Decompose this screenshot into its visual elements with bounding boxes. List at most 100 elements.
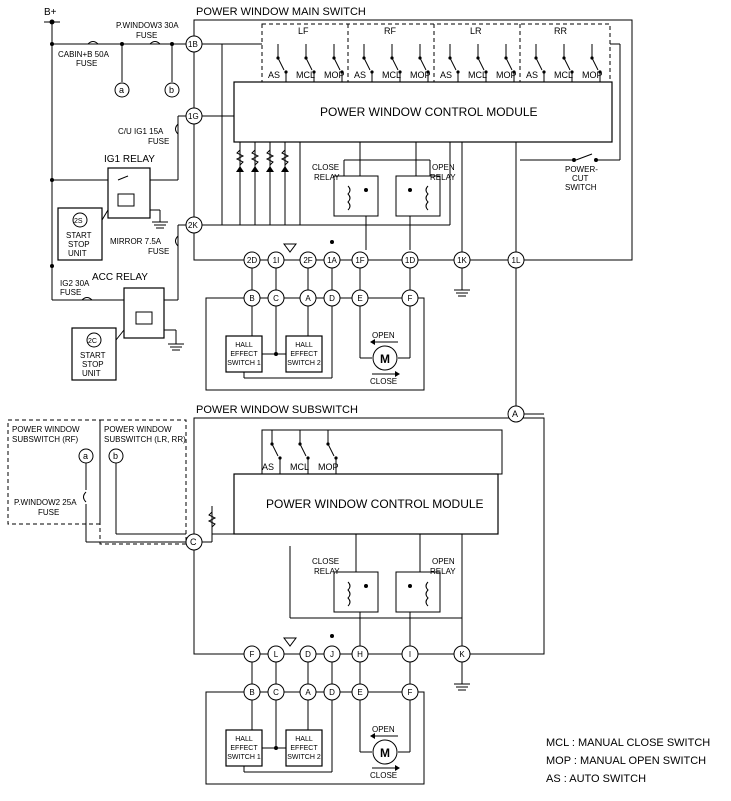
terminal-1b-label: 1B [188, 40, 198, 49]
main-lf-as-contact [277, 57, 285, 71]
terminal-2c-label: 2C [88, 338, 97, 345]
sub-motor-unit-hall2-l0: HALL [295, 736, 313, 743]
main-motor-unit-hall1-l2: SWITCH 1 [227, 360, 261, 367]
terminal-main-6-label: 1K [457, 256, 467, 265]
group-rf: RF [384, 26, 396, 36]
terminal-main-2-label: 2F [303, 256, 312, 265]
connector-a-label: a [119, 85, 124, 95]
terminal-sub-4-label: H [357, 650, 363, 659]
pwindow3-fuse-label: P.WINDOW3 30A [116, 21, 179, 30]
main-motor-unit-terminal-2-label: A [305, 294, 311, 303]
main-motor-unit-motor-label: M [380, 352, 390, 366]
mirror-fuse-sub: FUSE [148, 247, 169, 256]
power-cut-l2: CUT [572, 174, 589, 183]
main-rf-mop-contact [419, 57, 427, 71]
main-rf-as-label: AS [354, 70, 366, 80]
main-motor-unit-hall2 [285, 335, 323, 373]
cabin-fuse-sub: FUSE [76, 59, 97, 68]
sub-motor-unit-open-label: OPEN [372, 725, 395, 734]
sub-motor-unit-hall1-l1: EFFECT [230, 745, 258, 752]
terminal-sub-2-label: D [305, 650, 311, 659]
ssu2-line2: STOP [82, 360, 104, 369]
remote-connector-b-label: b [113, 451, 118, 461]
terminal-main-7-label: 1L [512, 256, 521, 265]
illumination-resistors [228, 142, 301, 226]
main-lr-mop-contact [505, 57, 513, 71]
connector-a [114, 82, 130, 98]
ssu1-line3: UNIT [68, 249, 87, 258]
terminal-2c [86, 332, 102, 348]
cu-ig1-fuse-label: C/U IG1 15A [118, 127, 164, 136]
main-motor-unit-close-label: CLOSE [370, 377, 397, 386]
main-lf-mop-contact [333, 57, 341, 71]
main-motor-unit-motor [372, 345, 398, 371]
sub-close-relay-l1: CLOSE [312, 557, 339, 566]
remote-subswitches: POWER WINDOW SUBSWITCH (RF) POWER WINDOW… [7, 419, 187, 545]
sub-motor-unit-hall1 [225, 729, 263, 767]
main-lf-mcl-contact [305, 57, 313, 71]
main-motor-unit-hall2-l1: EFFECT [290, 351, 318, 358]
main-open-relay-l2: RELAY [430, 173, 456, 182]
group-rr: RR [554, 26, 567, 36]
main-motor-unit-hall1-l0: HALL [235, 342, 253, 349]
terminal-sub-0-label: F [250, 650, 255, 659]
ssu1-line1: START [66, 231, 92, 240]
main-motor-unit-hall1-l1: EFFECT [230, 351, 258, 358]
terminal-1g-label: 1G [188, 112, 199, 121]
ig2-fuse-sub: FUSE [60, 288, 81, 297]
remote-rf-l1: POWER WINDOW [12, 425, 80, 434]
legend-as: AS : AUTO SWITCH [546, 773, 646, 785]
acc-relay-label: ACC RELAY [92, 272, 148, 283]
main-motor-unit-hall2-l0: HALL [295, 342, 313, 349]
ig2-fuse-label: IG2 30A [60, 279, 90, 288]
main-motor-unit-terminal-4-label: E [357, 294, 362, 303]
main-rf-mcl-contact [391, 57, 399, 71]
terminal-main-3-label: 1A [327, 256, 337, 265]
connector-b-label: b [169, 85, 174, 95]
sub-motor-unit-terminal-0-label: B [249, 688, 254, 697]
terminal-sub-1-label: L [274, 650, 279, 659]
legend-mop: MOP : MANUAL OPEN SWITCH [546, 755, 706, 767]
main-close-relay [333, 175, 379, 217]
main-rr-mop-label: MOP [582, 70, 603, 80]
main-switch: POWER WINDOW MAIN SWITCH 1B 1G 2K LF RF … [185, 6, 633, 412]
terminal-sub-5-label: I [409, 650, 411, 659]
sub-motor-unit-terminal-3-label: D [329, 688, 335, 697]
main-motor-unit-terminal-3-label: D [329, 294, 335, 303]
pwindow3-fuse-sub: FUSE [136, 31, 157, 40]
main-rf-as-contact [363, 57, 371, 71]
sub-mop-contact [327, 443, 335, 457]
terminal-2k-label: 2K [188, 221, 198, 230]
terminal-2s-label: 2S [74, 218, 83, 225]
ig1-relay [107, 167, 151, 219]
sub-open-relay-l1: OPEN [432, 557, 455, 566]
main-lf-as-label: AS [268, 70, 280, 80]
main-control-module [233, 81, 613, 143]
main-rf-mcl-label: MCL [382, 70, 401, 80]
ssu1-line2: STOP [68, 240, 90, 249]
mirror-fuse-label: MIRROR 7.5A [110, 237, 162, 246]
sub-motor-unit-terminal-5-label: F [408, 688, 413, 697]
sub-motor-unit-motor [372, 739, 398, 765]
main-lr-mop-label: MOP [496, 70, 517, 80]
main-rr-as-contact [535, 57, 543, 71]
terminal-sub-3-label: J [330, 650, 334, 659]
remote-lrrr-l1: POWER WINDOW [104, 425, 172, 434]
main-motor-unit-open-label: OPEN [372, 331, 395, 340]
ssu2-line1: START [80, 351, 106, 360]
sub-motor-unit-terminal-4-label: E [357, 688, 362, 697]
sub-motor-unit-hall2-l1: EFFECT [290, 745, 318, 752]
remote-connector-a-label: a [83, 451, 88, 461]
main-rr-mop-contact [591, 57, 599, 71]
sub-motor-unit-hall1-l2: SWITCH 1 [227, 754, 261, 761]
ig1-relay-label: IG1 RELAY [104, 154, 155, 165]
legend-mcl: MCL : MANUAL CLOSE SWITCH [546, 737, 710, 749]
main-switch-title: POWER WINDOW MAIN SWITCH [196, 6, 366, 18]
main-lr-mcl-contact [477, 57, 485, 71]
sub-motor-unit-hall1-l0: HALL [235, 736, 253, 743]
